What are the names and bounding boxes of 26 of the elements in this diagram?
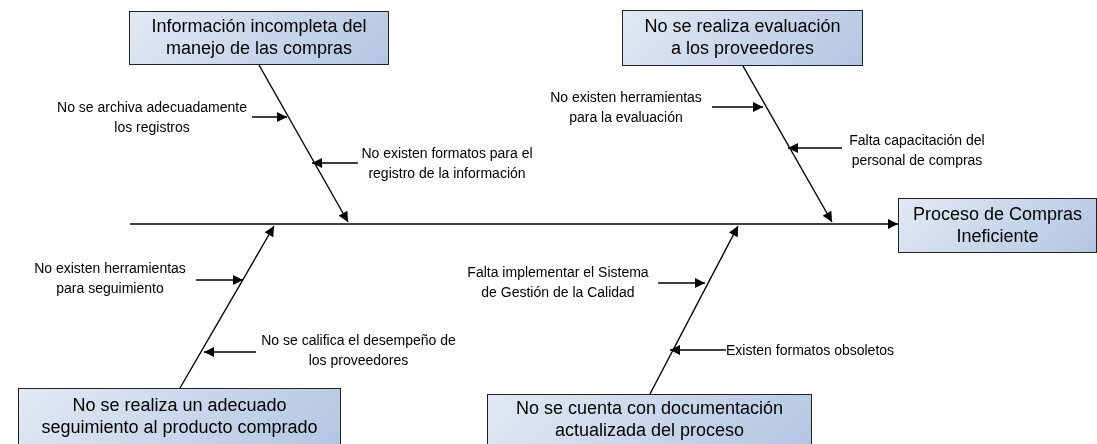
effect-box: Proceso de Compras Ineficiente: [898, 198, 1097, 253]
arrow: [742, 65, 833, 223]
arrow: [787, 143, 843, 153]
category-box: No se realiza un adecuado seguimiento al producto comprado: [18, 388, 341, 444]
arrow: [657, 278, 706, 288]
cause-label: Falta implementar el Sistema de Gestión de la Calidad: [458, 262, 658, 302]
spine-arrow: [129, 219, 899, 229]
arrow: [669, 345, 727, 355]
arrow: [251, 112, 288, 122]
cause-label: Falta capacitación del personal de compras: [842, 130, 992, 170]
arrow: [195, 275, 244, 285]
cause-label: No se archiva adecuadamente los registros: [52, 97, 252, 137]
arrow: [711, 102, 764, 112]
cause-label: No existen formatos para el registro de la información: [358, 143, 536, 183]
arrow: [311, 158, 359, 168]
cause-label: No existen herramientas para la evaluación: [540, 87, 712, 127]
cause-label: No existen herramientas para seguimiento: [24, 258, 196, 298]
cause-label: No se califica el desempeño de los proveedores: [256, 330, 461, 370]
arrow: [203, 347, 257, 357]
category-box: No se realiza evaluación a los proveedores: [622, 10, 863, 66]
arrow: [179, 225, 275, 389]
category-box: No se cuenta con documentación actualizada del proceso: [487, 394, 812, 444]
arrow: [649, 225, 739, 395]
category-box: Información incompleta del manejo de las compras: [129, 11, 389, 65]
arrow: [258, 64, 349, 223]
cause-label: Existen formatos obsoletos: [726, 340, 895, 360]
